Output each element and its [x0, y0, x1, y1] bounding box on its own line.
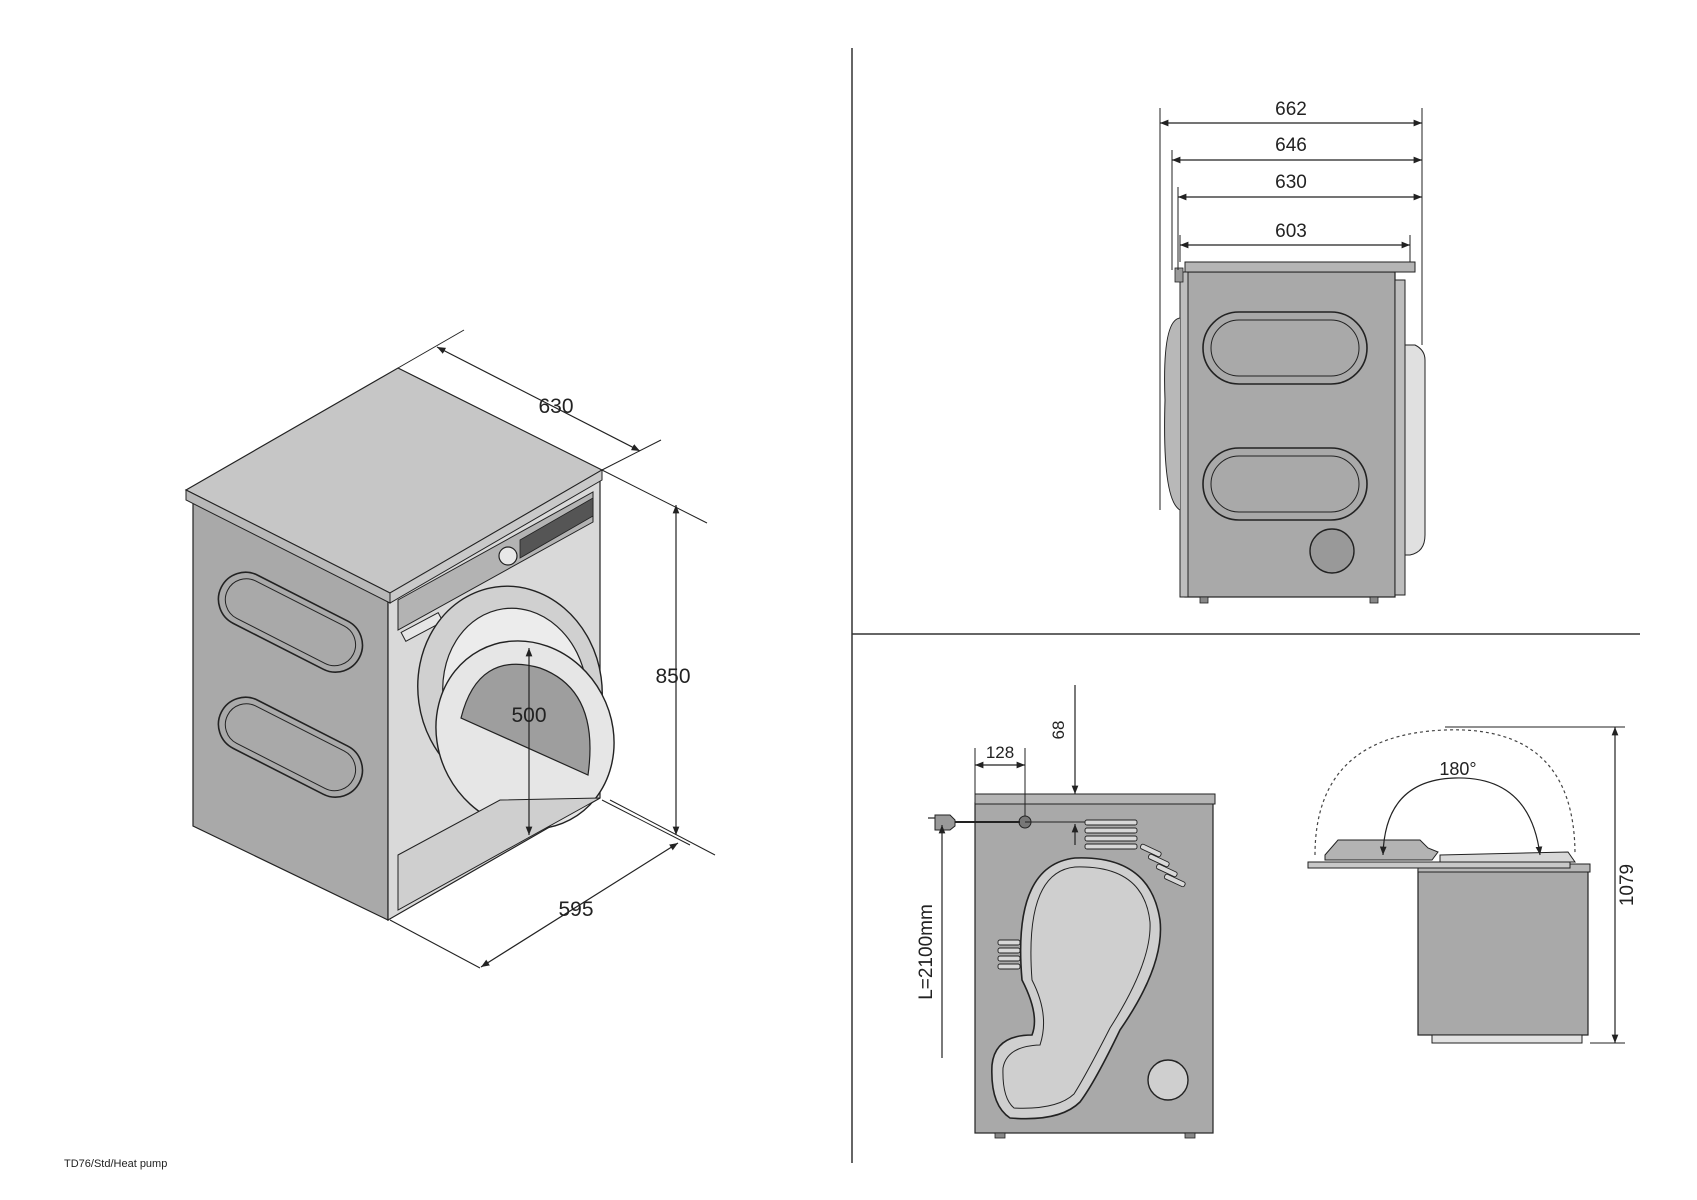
side-control-knob — [1174, 267, 1184, 283]
door-swing-arc — [1314, 729, 1576, 856]
iso-ext-595-b — [601, 799, 691, 846]
rear-duct-inner — [1002, 866, 1151, 1109]
rear-dim-68: 68 — [1049, 721, 1068, 740]
side-oval-top-inner — [1210, 319, 1360, 377]
iso-ext-595-a — [389, 919, 481, 969]
isometric-view: 630 850 595 500 — [184, 329, 716, 969]
side-oval-top — [1202, 311, 1368, 385]
iso-ext-630-a — [397, 329, 465, 369]
side-view: 662 646 630 603 — [1159, 99, 1426, 604]
iso-side-oval-top-inner — [224, 578, 357, 667]
side-dim-630: 630 — [1275, 172, 1307, 193]
iso-ext-850-b — [609, 799, 716, 856]
side-rear-panel — [1394, 279, 1406, 596]
side-dim-646: 646 — [1275, 135, 1307, 156]
door-view-closed-door — [1439, 851, 1576, 863]
iso-side-oval-top — [217, 571, 364, 673]
rear-foot-left — [994, 1132, 1006, 1139]
iso-ext-850-a — [601, 469, 708, 524]
door-view-plinth — [1431, 1034, 1583, 1044]
door-opening-view: 180° 1079 — [1307, 726, 1638, 1044]
iso-top-edge-front — [389, 469, 603, 604]
side-foot-right — [1369, 596, 1379, 604]
side-oval-bottom — [1202, 447, 1368, 521]
side-dim-662: 662 — [1275, 99, 1307, 120]
iso-dim-line-630 — [436, 346, 641, 452]
iso-drawer — [400, 612, 444, 642]
rear-vent-cover — [1147, 1059, 1189, 1101]
power-plug — [934, 814, 956, 831]
rear-duct — [991, 857, 1162, 1120]
iso-dim-door: 500 — [511, 704, 546, 727]
side-foot-left — [1199, 596, 1209, 604]
side-oval-bottom-inner — [1210, 455, 1360, 513]
side-rear-cover — [1404, 344, 1426, 556]
door-view-body — [1417, 869, 1589, 1036]
model-label: TD76/Std/Heat pump — [64, 1158, 168, 1170]
iso-ext-630-b — [601, 439, 662, 471]
door-dim-height: 1079 — [1617, 864, 1638, 906]
rear-foot-right — [1184, 1132, 1196, 1139]
iso-dim-line-595 — [480, 842, 679, 968]
iso-dim-height: 850 — [655, 665, 690, 688]
rear-view: 128 68 L=2100mm — [916, 685, 1216, 1139]
iso-dim-width: 595 — [558, 898, 593, 921]
side-dim-603: 603 — [1275, 221, 1307, 242]
side-door-profile — [1164, 317, 1181, 511]
side-front-frame — [1179, 271, 1189, 598]
iso-door-glass — [460, 663, 591, 776]
door-view-lid — [1307, 861, 1571, 869]
side-vent-outlet — [1309, 528, 1355, 574]
side-top-plate — [1184, 261, 1416, 273]
rear-dim-128: 128 — [986, 743, 1014, 762]
iso-control-strip — [519, 497, 594, 559]
rear-vent-slots-right — [1139, 843, 1186, 888]
door-angle-arc — [1379, 777, 1543, 856]
program-knob — [498, 546, 518, 566]
rear-top-plate — [974, 793, 1216, 805]
rear-vent-slots-left — [997, 939, 1021, 970]
door-view-open-door — [1324, 839, 1439, 861]
iso-side-oval-bottom-inner — [224, 703, 357, 792]
rear-dim-cable: L=2100mm — [916, 904, 937, 1000]
door-angle: 180° — [1439, 759, 1476, 779]
iso-side-oval-bottom — [217, 696, 364, 798]
iso-dim-depth: 630 — [538, 395, 573, 418]
